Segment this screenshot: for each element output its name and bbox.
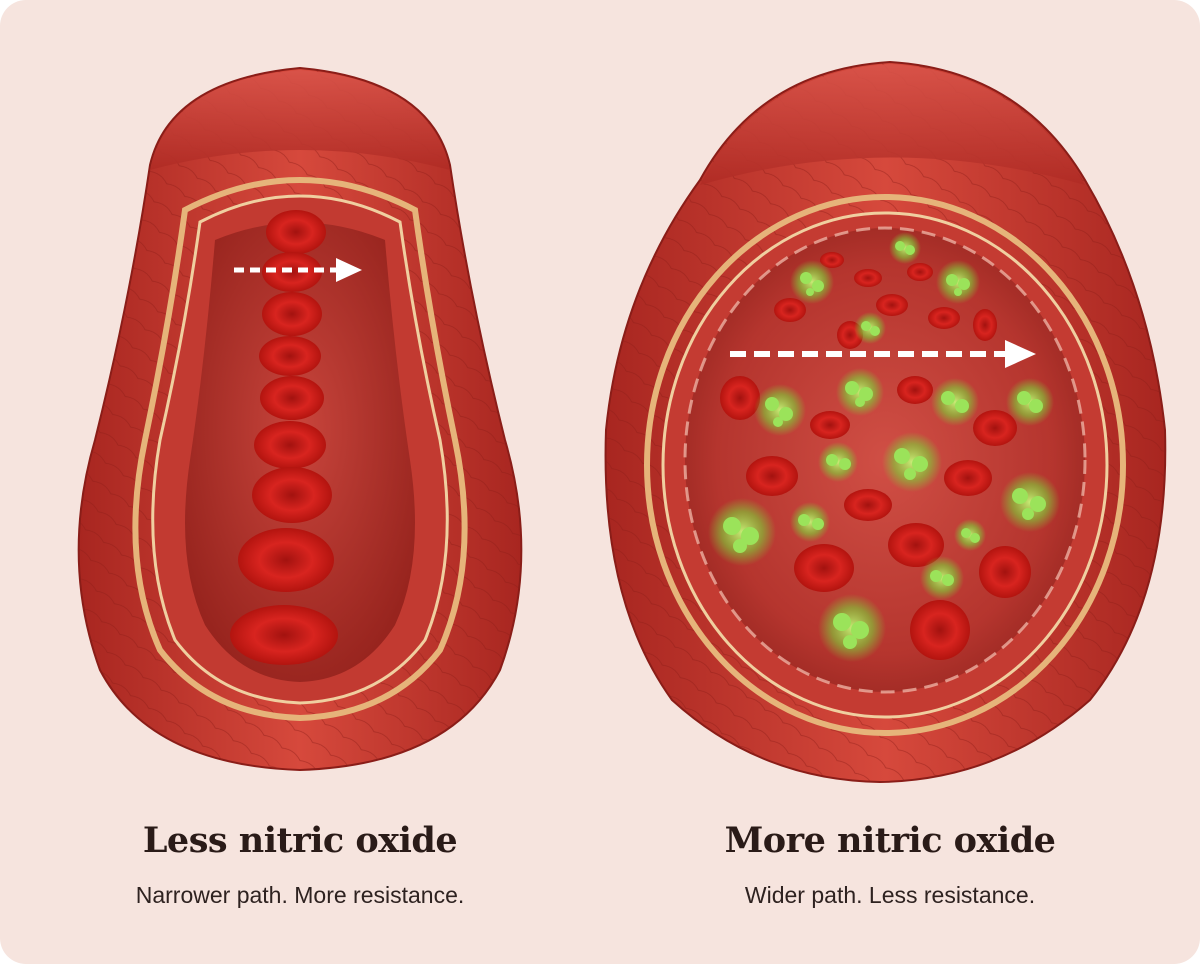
nitric-oxide-molecule [920, 556, 964, 600]
blood-cell [254, 421, 326, 469]
blood-cell [810, 411, 850, 439]
blood-cell [876, 294, 908, 316]
blood-cell [854, 269, 882, 287]
nitric-oxide-molecule [931, 378, 979, 426]
blood-cell [230, 605, 338, 665]
blood-cell [252, 467, 332, 523]
blood-cell [844, 489, 892, 521]
blood-cell [794, 544, 854, 592]
blood-cell [910, 600, 970, 660]
nitric-oxide-molecule [936, 260, 980, 304]
blood-cell [979, 546, 1031, 598]
nitric-oxide-molecule [1000, 472, 1060, 532]
blood-cell [774, 298, 806, 322]
right-caption-subtitle: Wider path. Less resistance. [744, 882, 1036, 908]
narrow-blood-cells [230, 210, 338, 665]
blood-cell [928, 307, 960, 329]
wide-blood-cells [720, 252, 1031, 660]
wide-flow-arrow [730, 340, 1036, 368]
blood-cell [820, 252, 844, 268]
left-caption-subtitle: Narrower path. More resistance. [135, 882, 465, 908]
left-caption-title: Less nitric oxide [142, 820, 458, 861]
nitric-oxide-molecule [836, 368, 884, 416]
blood-cell [260, 376, 324, 420]
nitric-oxide-molecule [889, 232, 921, 264]
nitric-oxide-molecule [790, 260, 834, 304]
narrow-flow-arrow [234, 258, 362, 282]
blood-cell [897, 376, 933, 404]
nitric-oxide-molecule [818, 594, 886, 662]
blood-cell [262, 292, 322, 336]
nitric-oxide-molecule [790, 502, 830, 542]
nitric-oxide-molecule [818, 442, 858, 482]
blood-cell [266, 210, 326, 254]
blood-cell [238, 528, 334, 592]
blood-cell [973, 410, 1017, 446]
blood-cell [973, 309, 997, 341]
nitric-oxide-molecule [954, 519, 986, 551]
nitric-oxide-molecule [708, 498, 776, 566]
blood-cell [944, 460, 992, 496]
nitric-oxide-molecules [708, 232, 1060, 662]
right-caption-title: More nitric oxide [724, 820, 1056, 861]
nitric-oxide-molecule [882, 432, 942, 492]
blood-cell [259, 336, 321, 376]
vessel-illustration [77, 60, 1167, 784]
blood-cell [746, 456, 798, 496]
wide-vessel [604, 60, 1167, 784]
nitric-oxide-molecule [854, 312, 886, 344]
nitric-oxide-molecule [754, 384, 806, 436]
blood-cell [888, 523, 944, 567]
blood-cell [720, 376, 760, 420]
nitric-oxide-molecule [1006, 378, 1054, 426]
narrow-vessel [77, 66, 523, 772]
blood-cell [907, 263, 933, 281]
